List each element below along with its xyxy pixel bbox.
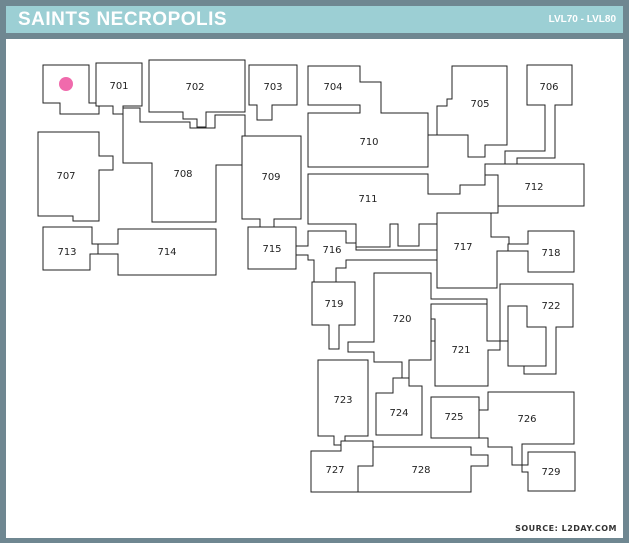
room-label-727: 727 [325, 465, 344, 476]
room-label-721: 721 [451, 345, 470, 356]
room-label-714: 714 [157, 247, 176, 258]
source-credit: SOURCE: L2DAY.COM [515, 524, 617, 533]
map-title: SAINTS NECROPOLIS [18, 9, 228, 30]
room-702[interactable] [148, 59, 246, 128]
room-label-708: 708 [173, 169, 192, 180]
room-entrance[interactable] [42, 64, 100, 115]
room-722-inner [507, 305, 547, 367]
location-marker-icon [59, 77, 73, 91]
room-720[interactable] [347, 272, 488, 379]
room-label-717: 717 [453, 242, 472, 253]
room-714[interactable] [97, 228, 217, 276]
room-label-729: 729 [541, 467, 560, 478]
room-703[interactable] [248, 64, 298, 121]
room-704[interactable] [307, 65, 508, 168]
room-706[interactable] [504, 64, 573, 166]
room-716[interactable] [295, 230, 438, 286]
room-label-710: 710 [359, 137, 378, 148]
room-728[interactable] [357, 446, 489, 493]
room-label-715: 715 [262, 244, 281, 255]
room-726[interactable] [478, 391, 575, 466]
room-label-725: 725 [444, 412, 463, 423]
room-label-707: 707 [56, 171, 75, 182]
room-label-724: 724 [389, 408, 408, 419]
room-729[interactable] [521, 451, 576, 492]
room-719[interactable] [311, 281, 356, 350]
room-label-723: 723 [333, 395, 352, 406]
room-708[interactable] [122, 107, 246, 223]
room-label-720: 720 [392, 314, 411, 325]
header-bar: SAINTS NECROPOLIS LVL70 - LVL80 [6, 6, 623, 33]
room-label-713: 713 [57, 247, 76, 258]
room-label-728: 728 [411, 465, 430, 476]
room-label-722: 722 [541, 301, 560, 312]
room-label-726: 726 [517, 414, 536, 425]
room-label-706: 706 [539, 82, 558, 93]
room-label-712: 712 [524, 182, 543, 193]
room-label-719: 719 [324, 299, 343, 310]
level-range: LVL70 - LVL80 [548, 14, 616, 25]
room-724[interactable] [375, 377, 423, 436]
room-label-716: 716 [322, 245, 341, 256]
room-label-704: 704 [323, 82, 342, 93]
room-label-718: 718 [541, 248, 560, 259]
room-label-711: 711 [358, 194, 377, 205]
room-label-701: 701 [109, 81, 128, 92]
room-label-709: 709 [261, 172, 280, 183]
room-label-702: 702 [185, 82, 204, 93]
room-721[interactable] [430, 303, 501, 387]
room-707[interactable] [37, 131, 114, 222]
room-718[interactable] [507, 230, 575, 273]
room-label-703: 703 [263, 82, 282, 93]
room-label-705: 705 [470, 99, 489, 110]
